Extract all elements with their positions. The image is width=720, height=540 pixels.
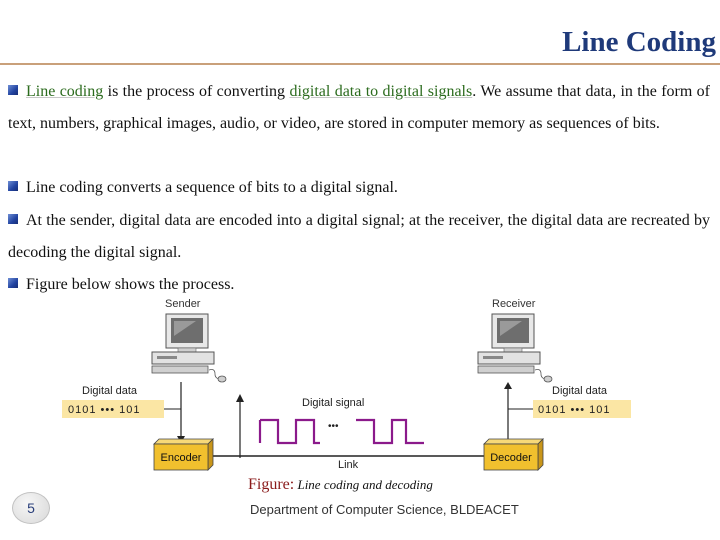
digital-data-left-label: Digital data: [82, 385, 138, 397]
bullet-2-text: Line coding converts a sequence of bits …: [26, 179, 398, 196]
bits-left: 0101 ••• 101: [68, 404, 141, 416]
bullet-square-icon: [8, 278, 18, 289]
bits-right: 0101 ••• 101: [538, 404, 611, 416]
bullet-1-text-b: . We assume that data, in the form of te…: [8, 83, 711, 132]
encoder-label: Encoder: [161, 452, 202, 464]
axis-arrowhead-icon: [236, 394, 244, 402]
bits-left-box: [62, 400, 164, 418]
bullet-1-text-a: is the process of converting: [103, 83, 290, 100]
line-coding-figure: Sender Receiver Digital data 0101 ••• 10…: [62, 298, 631, 471]
bullet-1: Line coding is the process of converting…: [8, 76, 710, 140]
bits-right-box: [533, 400, 631, 418]
bullet-3-text: At the sender, digital data are encoded …: [8, 212, 710, 261]
decoder-box: Decoder: [483, 438, 544, 471]
bullet-4: Figure below shows the process.: [8, 269, 710, 301]
bullet-2: Line coding converts a sequence of bits …: [8, 172, 710, 204]
sender-label: Sender: [165, 298, 201, 310]
receiver-computer-icon: [477, 313, 553, 383]
signal-dots: •••: [328, 421, 339, 432]
bullet-square-icon: [8, 181, 18, 192]
bullet-square-icon: [8, 85, 18, 96]
receiver-arrowhead-icon: [504, 382, 512, 389]
title-divider: [0, 63, 720, 65]
bullet-3: At the sender, digital data are encoded …: [8, 205, 710, 269]
term-digital-data: digital data to digital signals: [289, 83, 473, 100]
figure-caption: Figure: Line coding and decoding: [248, 476, 433, 494]
slide-title: Line Coding: [562, 26, 716, 58]
signal-waveform-right: [356, 418, 424, 445]
digital-data-right-label: Digital data: [552, 385, 608, 397]
bullet-square-icon: [8, 214, 18, 225]
bullet-4-text: Figure below shows the process.: [26, 276, 235, 293]
receiver-label: Receiver: [492, 298, 536, 310]
slide-footer: Department of Computer Science, BLDEACET: [250, 502, 519, 517]
encoder-box: Encoder: [153, 438, 214, 471]
sender-computer-icon: [151, 313, 227, 383]
figure-caption-label: Figure:: [248, 476, 295, 493]
digital-signal-label: Digital signal: [302, 397, 364, 409]
term-line-coding: Line coding: [26, 83, 104, 100]
decoder-label: Decoder: [490, 452, 532, 464]
page-number-badge: 5: [12, 492, 50, 524]
figure-caption-text: Line coding and decoding: [294, 477, 433, 492]
link-label: Link: [338, 459, 359, 471]
signal-waveform-left: [258, 418, 320, 445]
